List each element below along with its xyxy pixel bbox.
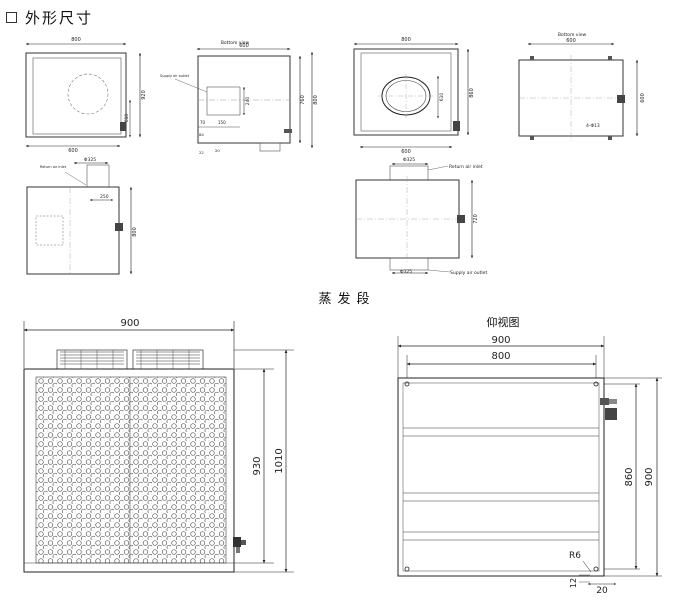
view-bottom-4: Bottom view 600 600 4-Φ13 [518, 32, 646, 141]
v2-inner-label: 240 [245, 97, 251, 106]
v3-width-label: 800 [401, 37, 411, 43]
page-title: 外形尺寸 [25, 8, 94, 27]
bottom-w-outer-label: 900 [491, 335, 510, 346]
v6-outlet-label: Supply air outlet [450, 270, 487, 276]
v5-dia-label: Φ325 [84, 157, 96, 163]
v6-height-label: 720 [473, 214, 479, 224]
v1-bottom-width-label: 600 [68, 148, 78, 154]
bottom-h-inner-label: 860 [624, 467, 635, 486]
v6-dia-top-label: Φ325 [403, 157, 415, 163]
checkbox-icon [6, 11, 17, 23]
front-h-total-label: 1010 [274, 448, 285, 473]
page-header: 外形尺寸 [6, 6, 93, 28]
v6-dia-bot-label: Φ325 [400, 269, 412, 275]
view-front-large: 900 [23, 318, 294, 573]
v3-inner-label: 610 [439, 93, 445, 102]
fan-guard-left [56, 349, 128, 370]
section-title: 蒸发段 [318, 291, 375, 307]
fan-guard-right [132, 349, 204, 370]
v5-note: Return air inlet [40, 165, 67, 169]
v2-note: Supply air outlet [160, 74, 190, 78]
v2-dim-a: 70 [200, 120, 206, 125]
v2-dim-b: 150 [218, 120, 226, 125]
v4-width-label: 600 [566, 38, 576, 44]
v5-offset-label: 250 [100, 194, 109, 200]
view-bottom-2: Bottom view 600 Supply air outlet 240 76… [160, 40, 319, 155]
v4-height-label: 600 [640, 93, 646, 103]
bottom-view-title: 仰视图 [487, 315, 520, 329]
v3-height-label: 860 [469, 88, 475, 98]
drain-valve-icon [233, 537, 246, 553]
bottom-w-inner-label: 800 [491, 351, 510, 362]
v1-height-label: 920 [141, 90, 147, 100]
v5-height-label: 800 [132, 227, 138, 237]
drain-pipe-icon [120, 122, 126, 131]
view-front-3: 800 600 860 610 [353, 37, 475, 155]
perforated-panel [35, 376, 227, 564]
pipe-fitting-icon [600, 398, 617, 420]
v4-caption: Bottom view [558, 32, 587, 38]
front-h-inner-label: 930 [252, 456, 263, 475]
view-front-top-left: 800 600 920 610 [25, 37, 147, 154]
v6-inlet-label: Return air inlet [449, 164, 483, 170]
v1-width-label: 800 [71, 37, 81, 43]
bottom-dim-side-label: 20 [596, 586, 608, 596]
v2-dim-e: 20 [215, 148, 220, 153]
v2-h1-label: 760 [300, 95, 306, 105]
v3-bottom-width-label: 600 [401, 149, 411, 155]
v2-width-label: 600 [239, 43, 249, 49]
v2-dim-d: 22 [199, 150, 204, 155]
bottom-h-outer-label: 900 [644, 467, 655, 486]
v2-caption: Bottom view [221, 40, 250, 46]
front-width-label: 900 [120, 318, 139, 329]
v2-h2-label: 800 [313, 95, 319, 105]
view-bottom-large: 仰视图 900 800 860 900 R6 [397, 315, 662, 596]
bottom-dim-small-label: 12 [569, 578, 578, 588]
v1-inner-height-label: 610 [124, 114, 130, 123]
v4-holes-label: 4-Φ13 [586, 123, 600, 129]
view-side-6: Φ325 Return air inlet 720 Φ325 Supply ai… [355, 157, 487, 276]
view-side-5: Return air inlet Φ325 250 800 [26, 157, 138, 275]
v2-dim-c: 84 [199, 132, 204, 137]
bottom-radius-label: R6 [569, 551, 581, 561]
